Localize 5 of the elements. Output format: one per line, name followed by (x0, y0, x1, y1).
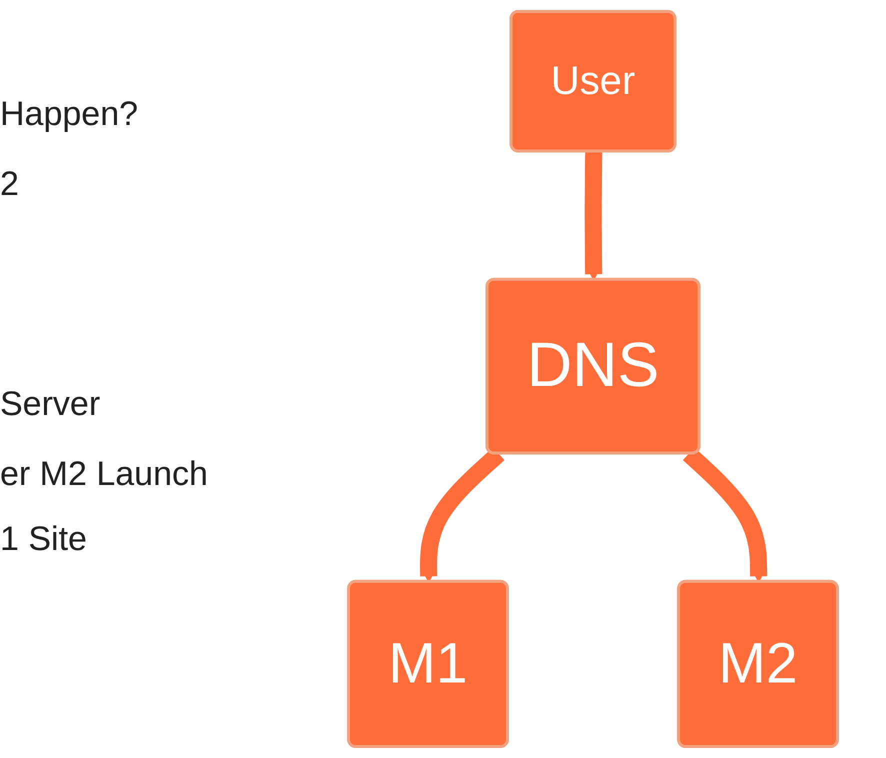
note-text: 1 Site (0, 520, 87, 559)
note-text: Server (0, 385, 100, 424)
note-text: er M2 Launch (0, 455, 208, 494)
note-text: Happen? (0, 95, 138, 134)
note-text: 2 (0, 165, 19, 204)
